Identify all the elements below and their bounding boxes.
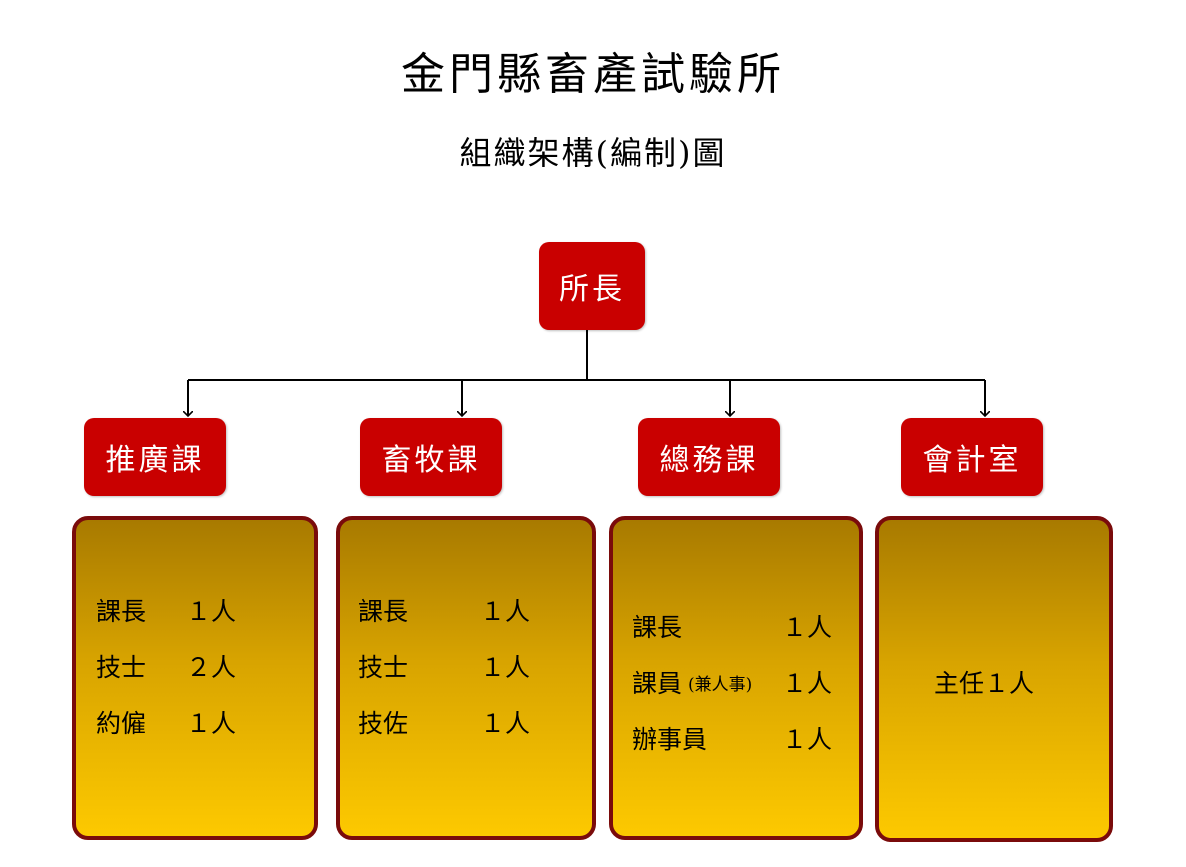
staff-count: １人 (782, 613, 833, 642)
node-label: 會計室 (922, 443, 1022, 478)
staff-role: 課員 (632, 669, 683, 698)
staff-count: ２人 (186, 653, 237, 682)
node-director-label: 所長 (559, 272, 625, 307)
staff-count: １人 (480, 653, 531, 682)
staff-count: １人 (186, 597, 237, 626)
staff-role: 辦事員 (632, 725, 708, 754)
staff-count: １人 (480, 597, 531, 626)
staff-count: １人 (782, 669, 833, 698)
staff-role: 技佐 (358, 709, 409, 738)
node-livestock-section: 畜牧課 (360, 418, 502, 496)
staff-note: (兼人事) (688, 675, 753, 695)
staff-role: 約僱 (96, 709, 147, 738)
staff-count: １人 (186, 709, 237, 738)
staff-box-livestock (336, 516, 596, 840)
node-director: 所長 (539, 242, 645, 330)
staff-box-accounting (875, 516, 1113, 842)
node-extension-section: 推廣課 (84, 418, 226, 496)
node-label: 推廣課 (105, 443, 205, 478)
staff-role: 課長 (96, 597, 147, 626)
staff-role: 主任１人 (934, 669, 1035, 698)
staff-count: １人 (782, 725, 833, 754)
staff-role: 技士 (358, 653, 409, 682)
node-accounting-office: 會計室 (901, 418, 1043, 496)
staff-role: 技士 (96, 653, 147, 682)
chart-subtitle: 組織架構(編制)圖 (459, 134, 727, 172)
node-label: 總務課 (659, 443, 759, 478)
node-general-affairs-section: 總務課 (638, 418, 780, 496)
node-label: 畜牧課 (381, 443, 481, 478)
chart-title: 金門縣畜產試驗所 (401, 49, 785, 100)
staff-box-general-affairs (609, 516, 863, 840)
staff-role: 課長 (632, 613, 683, 642)
staff-role: 課長 (358, 597, 409, 626)
staff-count: １人 (480, 709, 531, 738)
staff-box-extension (72, 516, 318, 840)
